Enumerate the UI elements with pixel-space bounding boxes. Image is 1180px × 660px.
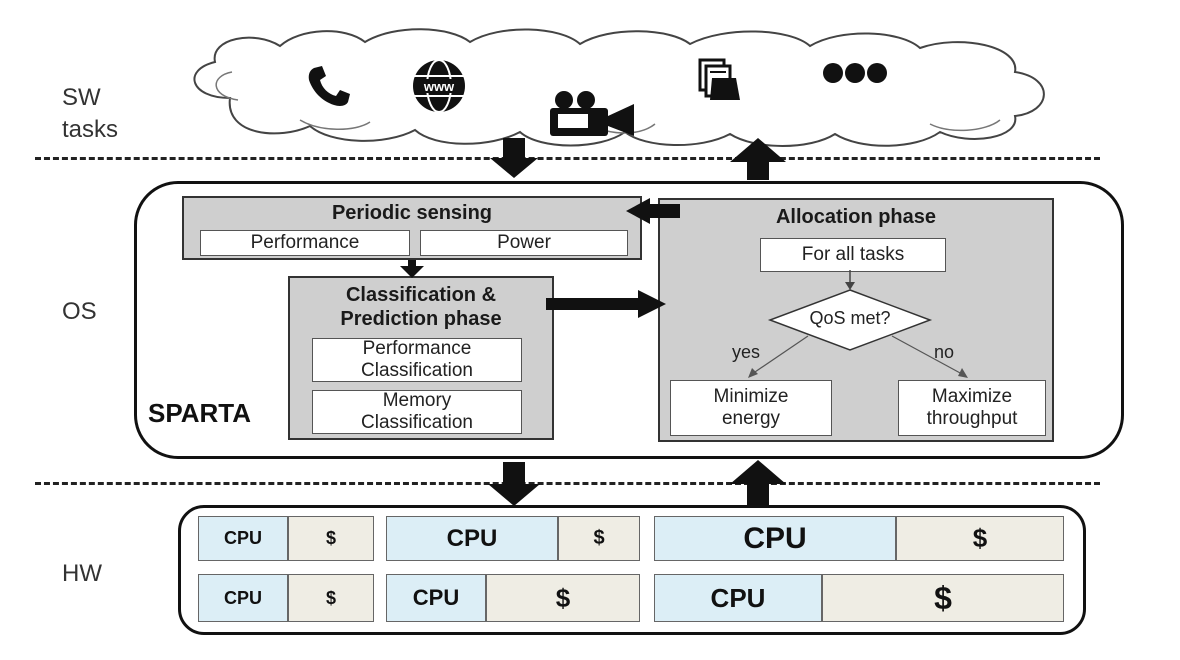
maximize-throughput-box: Maximize throughput <box>898 380 1046 436</box>
for-all-tasks-box: For all tasks <box>760 238 946 272</box>
qos-met-label: QoS met? <box>809 308 891 328</box>
hw-cache-cell: $ <box>896 516 1064 561</box>
sparta-label: SPARTA <box>148 398 252 428</box>
video-camera-icon <box>550 91 634 136</box>
hw-cache-cell: $ <box>822 574 1064 622</box>
arrow-sensing-to-classification <box>400 260 424 278</box>
hw-cpu-cell: CPU <box>386 574 486 622</box>
www-label: www <box>423 79 455 94</box>
arrow-os-to-hw <box>488 462 540 506</box>
os-hw-separator <box>35 482 1100 485</box>
more-dots-icon <box>823 63 887 83</box>
hw-cache-cell: $ <box>558 516 640 561</box>
hw-container <box>178 505 1086 635</box>
hw-cpu-cell: CPU <box>198 574 288 622</box>
arrow-sw-to-os <box>490 138 538 178</box>
allocation-phase-panel: Allocation phase For all tasks Minimize … <box>658 198 1054 442</box>
sensing-performance-box: Performance <box>200 230 410 256</box>
hw-cpu-cell: CPU <box>198 516 288 561</box>
layer-label-hw: HW <box>62 560 102 587</box>
classification-title-line1: Classification & <box>345 284 497 306</box>
sw-os-separator <box>35 157 1100 160</box>
documents-icon <box>698 58 740 100</box>
classification-prediction-panel: Classification & Prediction phase Perfor… <box>288 276 554 440</box>
allocation-phase-title: Allocation phase <box>775 206 937 228</box>
yes-label: yes <box>732 342 761 362</box>
hw-cpu-cell: CPU <box>386 516 558 561</box>
arrow-classification-to-allocation <box>546 290 666 318</box>
sw-tasks-cloud <box>193 28 1045 147</box>
minimize-energy-box: Minimize energy <box>670 380 832 436</box>
no-label: no <box>934 342 955 362</box>
qos-decision-diamond <box>767 289 933 351</box>
hw-cache-cell: $ <box>288 574 374 622</box>
phone-icon <box>308 66 350 106</box>
sensing-power-box: Power <box>420 230 628 256</box>
hw-cache-cell: $ <box>288 516 374 561</box>
arrow-allocation-to-sensing <box>626 198 680 224</box>
hw-cpu-cell: CPU <box>654 516 896 561</box>
layer-label-os: OS <box>62 298 97 325</box>
arrow-hw-to-os <box>730 460 786 506</box>
os-container <box>134 181 1124 459</box>
layer-label-sw: SW tasks <box>62 84 119 143</box>
periodic-sensing-panel: Periodic sensing Performance Power <box>182 196 642 260</box>
hw-cpu-cell: CPU <box>654 574 822 622</box>
classification-title-line2: Prediction phase <box>340 308 502 330</box>
globe-www-icon: www <box>413 59 465 113</box>
arrow-os-to-sw <box>730 138 786 180</box>
memory-classification-box: Memory Classification <box>312 390 522 434</box>
performance-classification-box: Performance Classification <box>312 338 522 382</box>
periodic-sensing-title: Periodic sensing <box>331 202 493 224</box>
hw-cache-cell: $ <box>486 574 640 622</box>
